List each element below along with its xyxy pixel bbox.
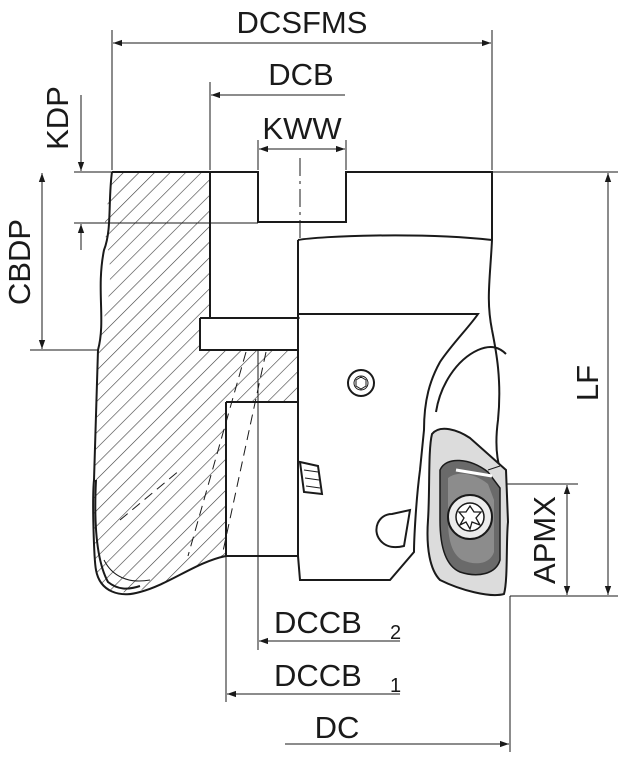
- body-left-profile: [92, 171, 227, 596]
- flute-cut-left: [94, 479, 141, 590]
- flute-cut-inner: [103, 559, 151, 582]
- lower-lip: [226, 555, 390, 581]
- dim-dccb1-subscript: 1: [390, 675, 401, 697]
- dim-apmx-label: APMX: [527, 496, 562, 584]
- coolant-channel-2: [187, 351, 247, 557]
- insert-seat-arc: [435, 346, 507, 413]
- body-outline: [112, 171, 493, 331]
- dim-lf-label: LF: [570, 365, 605, 401]
- section-hatch-upper: [98, 172, 210, 350]
- dim-kdp-label: KDP: [40, 86, 75, 150]
- dim-dc-label: DC: [315, 710, 360, 745]
- dim-dccb2-subscript: 2: [390, 622, 401, 644]
- dim-kww-label: KWW: [262, 111, 342, 146]
- dim-dccb1-label: DCCB: [274, 658, 362, 693]
- bore-step: [199, 317, 298, 351]
- dim-cbdp-label: CBDP: [2, 219, 37, 305]
- coolant-channel-4: [119, 469, 181, 521]
- section-hatch-lower: [94, 350, 298, 593]
- hex-screw-icon: [347, 369, 375, 397]
- dim-dcb-label: DCB: [268, 57, 333, 92]
- locating-pin-icon: [375, 508, 412, 549]
- pocket-face: [297, 313, 480, 581]
- clamp-screw-icon: [298, 460, 324, 496]
- coolant-channel-1: [221, 351, 267, 557]
- cutting-insert-icon: [426, 427, 510, 596]
- dim-dccb2-label: DCCB: [274, 605, 362, 640]
- dim-dcsfms-label: DCSFMS: [237, 5, 368, 40]
